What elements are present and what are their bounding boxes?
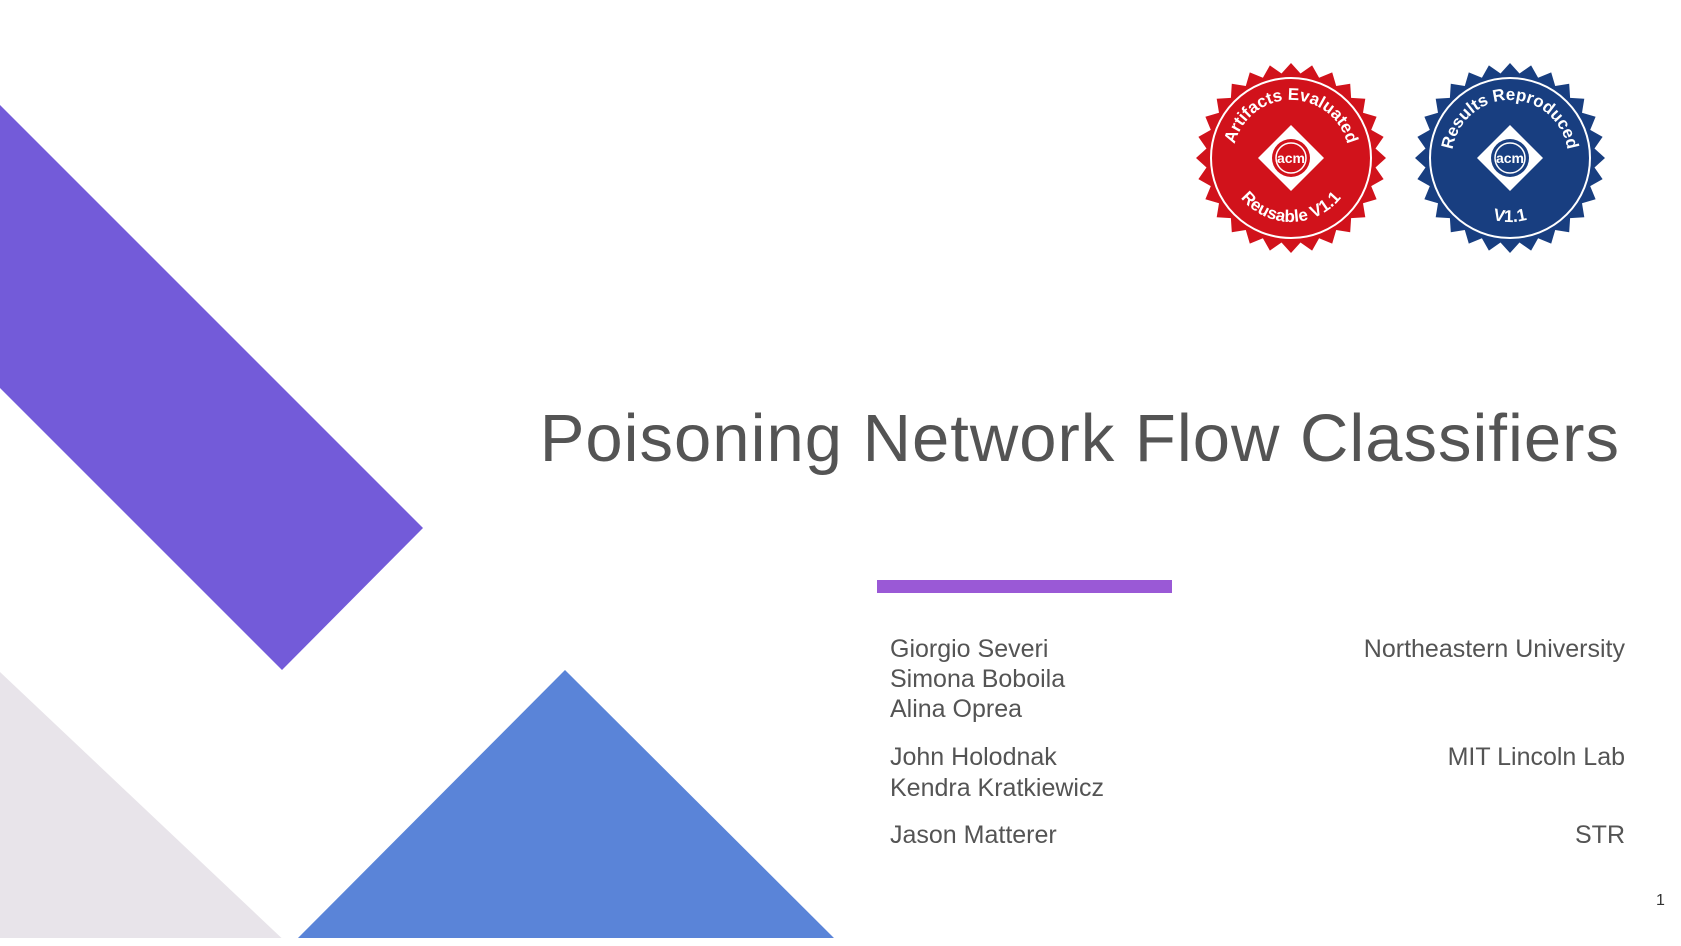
acm-logo-text-b: acm [1496,150,1524,166]
title-underline-rule [877,580,1172,593]
acm-logo-text-a: acm [1277,150,1305,166]
blue-triangle [290,670,842,946]
affiliation: MIT Lincoln Lab [1447,743,1625,771]
artifacts-evaluated-badge: acm Artifacts Evaluated Reusable V1.1 [1195,62,1387,254]
purple-diagonal-band [0,105,423,670]
slide-title: Poisoning Network Flow Classifiers [539,401,1620,476]
svg-text:V1.1: V1.1 [1492,205,1528,226]
author-name: Jason Matterer [890,821,1057,849]
author-name: John Holodnak [890,743,1057,771]
page-number: 1 [1656,892,1665,909]
gray-triangle [0,672,290,946]
affiliation: Northeastern University [1363,635,1625,663]
author-name: Kendra Kratkiewicz [890,774,1104,802]
author-name: Alina Oprea [890,695,1023,723]
author-name: Giorgio Severi [890,635,1049,663]
affiliation: STR [1575,821,1625,849]
slide-bottom-margin [0,938,1681,946]
author-name: Simona Boboila [890,665,1066,693]
badge-results-bottom-text: V1.1 [1492,205,1528,226]
results-reproduced-badge: acm Results Reproduced V1.1 [1414,62,1606,254]
